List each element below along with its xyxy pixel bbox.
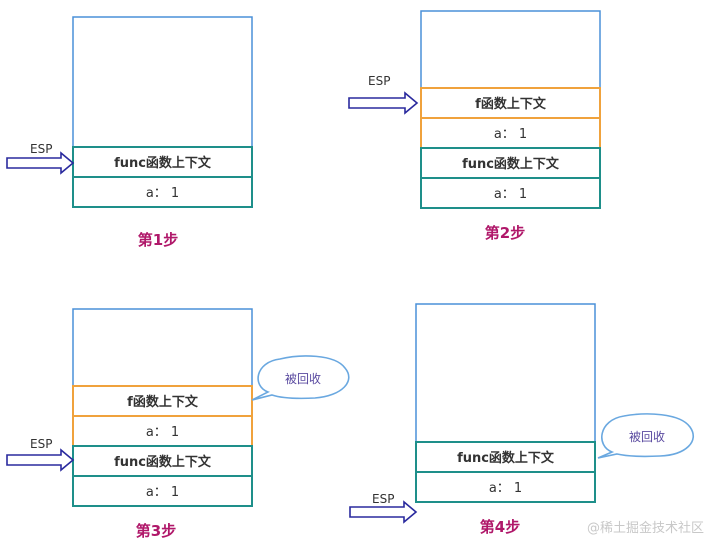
frame-var-cell (72, 415, 253, 447)
stack-frame-func: func函数上下文 a： 1 (72, 146, 253, 208)
frame-title: func函数上下文 (462, 156, 560, 172)
esp-arrow-icon (6, 151, 75, 175)
step-label: 第3步 (136, 522, 176, 540)
panel-step-2: f函数上下文 a： 1 func函数上下文 a： 1 ESP 第2步 (348, 10, 601, 242)
stack-frame-func: func函数上下文 a： 1 (420, 147, 601, 209)
step-label: 第1步 (138, 231, 178, 249)
speech-bubble: 被回收 (597, 413, 694, 459)
bubble-text: 被回收 (285, 372, 321, 386)
esp-label: ESP (372, 492, 394, 506)
watermark: @稀土掘金技术社区 (587, 520, 704, 536)
panel-step-3: f函数上下文 a： 1 func函数上下文 a： 1 ESP 被回收 第3步 (6, 308, 350, 540)
step-label: 第2步 (485, 224, 525, 242)
stack-frame-func: func函数上下文 a： 1 (415, 441, 596, 503)
stack-frame-func: func函数上下文 a： 1 (72, 445, 253, 507)
frame-var-cell (72, 475, 253, 507)
frame-var: a： 1 (494, 127, 527, 142)
frame-title-cell (72, 385, 253, 417)
bubble-shape (251, 355, 350, 401)
frame-title: func函数上下文 (114, 155, 212, 171)
stack-frame-f: f函数上下文 a： 1 (420, 87, 601, 149)
frame-var-cell (420, 177, 601, 209)
esp-arrow-icon (349, 500, 418, 524)
frame-title-cell (420, 87, 601, 119)
frame-title: func函数上下文 (457, 450, 555, 466)
frame-var-cell (420, 117, 601, 149)
frame-var: a： 1 (146, 425, 179, 440)
frame-title: func函数上下文 (114, 454, 212, 470)
bubble-shape (597, 413, 694, 459)
esp-arrow-icon (348, 91, 419, 115)
esp-label: ESP (368, 74, 390, 88)
bubble-text: 被回收 (629, 430, 665, 444)
panel-step-1: func函数上下文 a： 1 ESP 第1步 (6, 16, 253, 249)
esp-label: ESP (30, 437, 52, 451)
panel-step-4: func函数上下文 a： 1 ESP 被回收 第4步 (349, 303, 694, 536)
frame-var: a： 1 (494, 187, 527, 202)
frame-var-cell (72, 176, 253, 208)
stack-frame-f: f函数上下文 a： 1 (72, 385, 253, 447)
frame-title: f函数上下文 (475, 96, 547, 112)
speech-bubble: 被回收 (251, 355, 350, 401)
frame-var: a： 1 (489, 481, 522, 496)
esp-label: ESP (30, 142, 52, 156)
esp-arrow-icon (6, 448, 75, 472)
frame-title-cell (72, 445, 253, 477)
frame-var: a： 1 (146, 485, 179, 500)
step-label: 第4步 (480, 518, 520, 536)
frame-var: a： 1 (146, 186, 179, 201)
frame-var-cell (415, 471, 596, 503)
frame-title: f函数上下文 (127, 394, 199, 410)
